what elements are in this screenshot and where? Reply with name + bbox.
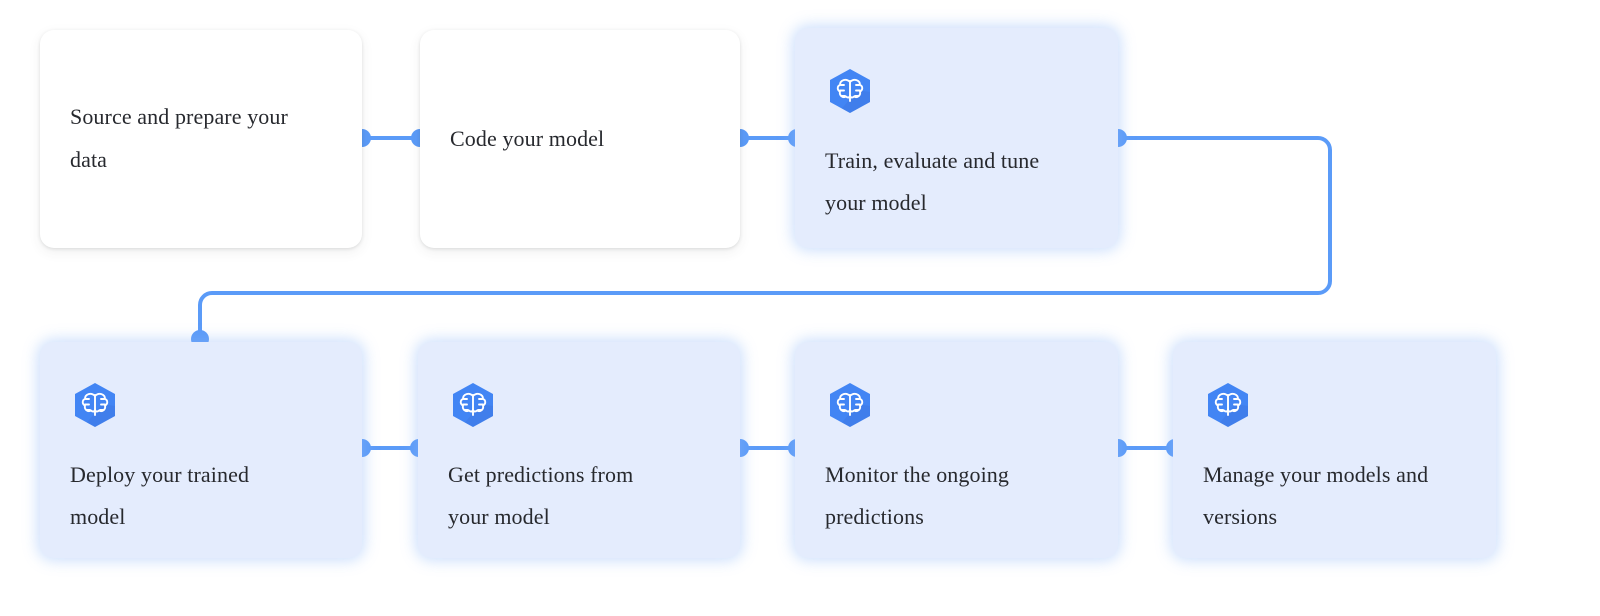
step-card-code-your-model[interactable]: Code your model bbox=[420, 30, 740, 248]
ml-brain-hexagon-icon bbox=[453, 383, 493, 427]
ml-brain-hexagon-icon bbox=[1208, 383, 1248, 427]
ml-brain-hexagon-icon bbox=[830, 383, 870, 427]
step-card-source-and-prepare[interactable]: Source and prepare your data bbox=[40, 30, 362, 248]
step-label: Code your model bbox=[450, 125, 605, 151]
step-card-deploy-trained-model[interactable]: Deploy your trained model bbox=[40, 342, 362, 558]
connector-source-to-code bbox=[353, 129, 429, 147]
step-label: Manage your models and versions bbox=[1203, 462, 1429, 529]
step-card-monitor-predictions[interactable]: Monitor the ongoing predictions bbox=[795, 342, 1118, 558]
step-card-manage-models-versions[interactable]: Manage your models and versions bbox=[1173, 342, 1496, 558]
ml-brain-hexagon-icon bbox=[75, 383, 115, 427]
step-label: Deploy your trained model bbox=[70, 462, 250, 529]
step-label: Train, evaluate and tune your model bbox=[825, 148, 1040, 215]
step-card-train-evaluate-tune[interactable]: Train, evaluate and tune your model bbox=[795, 28, 1118, 248]
step-label: Source and prepare your data bbox=[70, 104, 288, 172]
connector-deploy-to-predict bbox=[353, 439, 428, 457]
ml-brain-hexagon-icon bbox=[830, 69, 870, 113]
step-label: Monitor the ongoing predictions bbox=[825, 462, 1010, 529]
step-label: Get predictions from your model bbox=[448, 462, 634, 529]
step-card-get-predictions[interactable]: Get predictions from your model bbox=[418, 342, 740, 558]
